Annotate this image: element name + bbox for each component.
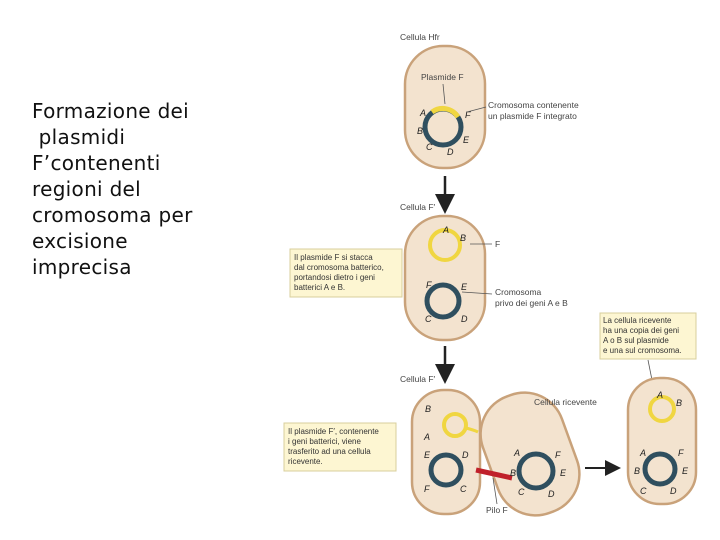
callout-line: dal cromosoma batterico, <box>294 263 384 272</box>
gene-f: F <box>555 450 561 460</box>
gene-c: C <box>425 314 432 324</box>
title-line: F’contenenti <box>32 151 161 175</box>
f-pilus <box>475 467 513 481</box>
gene-e: E <box>560 468 567 478</box>
donor-cell <box>410 388 482 516</box>
gene-f: F <box>678 448 684 458</box>
gene-e: E <box>682 466 689 476</box>
f-prime-plasmid <box>648 395 676 423</box>
f-label: F <box>495 239 500 249</box>
gene-b: B <box>417 126 423 136</box>
pilus-pointer <box>492 477 498 505</box>
callout-line: ricevente. <box>288 457 323 466</box>
gene-b: B <box>634 466 640 476</box>
callout-line: La cellula ricevente <box>603 316 672 325</box>
gene-c: C <box>640 486 647 496</box>
hfr-cell-label: Cellula Hfr <box>400 32 440 42</box>
gene-d: D <box>461 314 468 324</box>
gene-a: A <box>513 448 520 458</box>
callout-line: i geni batterici, viene <box>288 437 361 446</box>
gene-c: C <box>426 142 433 152</box>
chromosome-without-ab <box>424 282 462 320</box>
gene-e: E <box>463 135 470 145</box>
callout-line: trasferito ad una cellula <box>288 447 371 456</box>
callout-excision <box>289 248 403 298</box>
recipient-chromosome <box>516 451 556 491</box>
fprime-cell <box>403 214 487 342</box>
chromosome-label-2: un plasmide F integrato <box>488 111 577 121</box>
callout-line: e una sul cromosoma. <box>603 346 682 355</box>
gene-b: B <box>676 398 682 408</box>
gene-e: E <box>424 450 431 460</box>
gene-b: B <box>425 404 431 414</box>
pilus-label: Pilo F <box>486 505 508 515</box>
callout-line: A o B sul plasmide <box>603 336 669 345</box>
recipient-label: Cellula ricevente <box>534 397 597 407</box>
gene-a: A <box>423 432 430 442</box>
title-line: excisione <box>32 229 128 253</box>
gene-c: C <box>518 487 525 497</box>
gene-b: B <box>460 233 466 243</box>
chromosome-pointer <box>466 106 487 113</box>
gene-b: B <box>510 468 516 478</box>
f-prime-plasmid <box>442 412 468 438</box>
gene-e: E <box>461 282 468 292</box>
title-line: imprecisa <box>32 255 132 279</box>
chromosome-pointer <box>461 291 493 295</box>
gene-a: A <box>656 390 663 400</box>
fprime-cell-label: Cellula F′ <box>400 202 436 212</box>
gene-d: D <box>447 147 454 157</box>
callout-transfer <box>283 422 397 472</box>
gene-d: D <box>462 450 469 460</box>
gene-d: D <box>670 486 677 496</box>
title-line: regioni del <box>32 177 142 201</box>
donor-chromosome <box>428 452 464 488</box>
title-line: plasmidi <box>32 125 126 149</box>
plasmid-f-label: Plasmide F <box>421 72 464 82</box>
callout-result <box>599 312 697 360</box>
callout-line: Il plasmide F si stacca <box>294 253 373 262</box>
gene-a: A <box>419 108 426 118</box>
gene-a: A <box>442 225 449 235</box>
recipient-chromosome <box>642 451 678 487</box>
gene-f: F <box>426 280 432 290</box>
fprime-cell-label: Cellula F′ <box>400 374 436 384</box>
gene-f: F <box>465 110 471 120</box>
title-line: cromosoma per <box>32 203 193 227</box>
gene-d: D <box>548 489 555 499</box>
callout-line: batterici A e B. <box>294 283 345 292</box>
f-prime-plasmid <box>428 228 462 262</box>
title-line: Formazione dei <box>32 99 190 123</box>
callout-line: ha una copia dei geni <box>603 326 679 335</box>
callout-line: Il plasmide F′, contenente <box>288 427 379 436</box>
chromosome-label: Cromosoma contenente <box>488 100 579 110</box>
gene-f: F <box>424 484 430 494</box>
chromosome-label-2: privo dei geni A e B <box>495 298 568 308</box>
callout-line: portandosi dietro i geni <box>294 273 375 282</box>
chromosome-label: Cromosoma <box>495 287 542 297</box>
plasmid-pointer <box>442 83 446 105</box>
slide-title: Formazione dei plasmidi F’contenenti reg… <box>32 98 232 280</box>
callout-pointer <box>647 359 653 381</box>
plasmid-strand <box>465 426 479 434</box>
integrated-plasmid <box>430 106 461 119</box>
gene-c: C <box>460 484 467 494</box>
gene-a: A <box>639 448 646 458</box>
